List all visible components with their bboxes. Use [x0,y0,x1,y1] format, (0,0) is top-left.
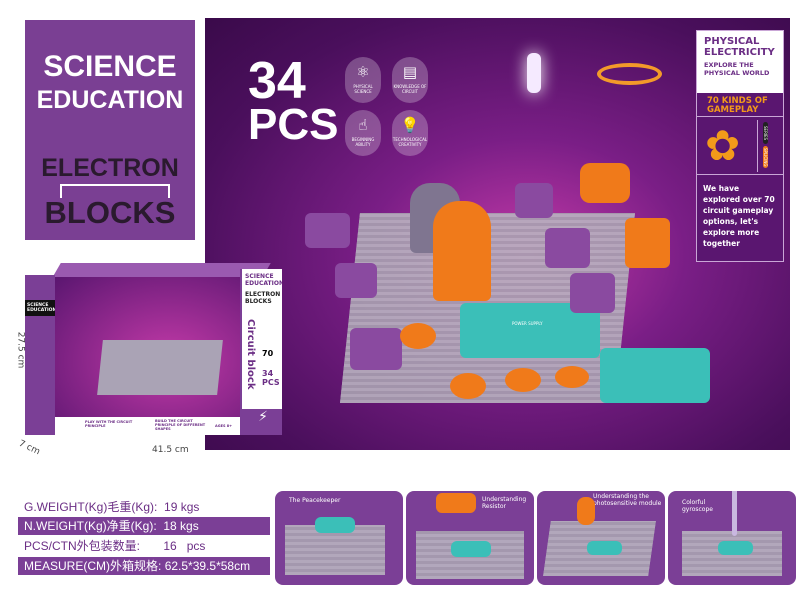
thumbnail-photosensitive: Understanding the photosensitive module [537,491,665,585]
arm-base [625,218,670,268]
light-stick [527,53,541,93]
thumbnail-caption: Understanding the photosensitive module [593,493,662,507]
side-description: We have explored over 70 circuit gamepla… [703,184,775,248]
spec-gross-weight: G.WEIGHT(Kg)毛重(Kg): 19 kgs [24,500,200,514]
box-title-1: SCIENCE EDUCATION [242,269,282,291]
thumbnail-peacekeeper: The Peacekeeper [275,491,403,585]
thumbnail-caption: Understanding Resistor [482,496,527,510]
box-depth: 7 cm [16,438,42,458]
orange-disc [555,366,589,388]
title-line-1: SCIENCE [43,50,177,83]
circuit-board-icon: ▤KNOWLEDGE OF CIRCUIT [392,57,428,103]
module-label: POWER SUPPLY [512,321,543,326]
switch-module [545,228,590,268]
product-box: SCIENCE EDUCATION PLAY WITH THE CIRCUIT … [25,255,282,435]
splicing-badge: SPLICING [763,146,768,168]
piece-count-number: 34 [248,52,306,110]
title-box: SCIENCE EDUCATION ELECTRON BLOCKS [25,20,195,240]
spec-net-weight: N.WEIGHT(Kg)净重(Kg): 18 kgs [18,517,270,535]
thumbnail-resistor: Understanding Resistor [406,491,534,585]
arm-module [580,163,630,203]
box-ages: AGES 8+ [215,424,233,428]
fan-module [600,348,710,403]
robot-module [433,201,491,301]
led-module [515,183,553,218]
box-brand: SCIENCE EDUCATION [25,300,56,316]
thumbnail-gyroscope: Colorful gyroscope [668,491,796,585]
piece-count: 34 PCS [248,52,339,149]
box-title-2: ELECTRON BLOCKS [245,291,281,305]
side-subtitle: EXPLORE THE PHYSICAL WORLD [704,61,770,77]
hero-image: POWER SUPPLY [205,18,790,450]
gameplay-label: 70 KINDS OF GAMEPLAY [697,93,783,117]
title-line-2: EDUCATION [36,86,184,114]
orange-disc [400,323,436,349]
title-line-4: BLOCKS [44,195,176,230]
circuit-lines-icon [60,184,170,198]
series-badge: SERIES [763,122,768,144]
lightbulb-icon: 💡TECHNOLOGICAL CREATIVITY [392,110,428,156]
flower-icon: ✿ [705,121,741,170]
orange-disc [505,368,541,392]
button-module [350,328,402,370]
box-count: 70 [262,349,274,358]
gyroscope-disc [597,63,662,85]
piece-count-unit: PCS [248,99,339,149]
box-footer-1: PLAY WITH THE CIRCUIT PRINCIPLE [85,420,133,428]
box-footer-2: BUILD THE CIRCUIT PRINCIPLE OF DIFFERENT… [155,419,206,431]
hand-pointer-icon: ☝BEGINNING ABILITY [345,110,381,156]
switch-module [570,273,615,313]
lightning-icon: ⚡ [242,409,282,435]
side-panel: PHYSICAL ELECTRICITY EXPLORE THE PHYSICA… [696,30,784,262]
title-line-3: ELECTRON [41,154,179,182]
thumbnail-caption: Colorful gyroscope [682,499,713,513]
thumbnail-caption: The Peacekeeper [289,497,341,504]
box-width: 41.5 cm [152,445,189,455]
switch-module [335,263,377,298]
orange-disc [450,373,486,399]
side-title: PHYSICAL ELECTRICITY [704,36,775,58]
spec-pcs-per-carton: PCS/CTN外包装数量: 16 pcs [24,539,206,553]
box-pcs: 34 PCS [262,369,280,387]
atom-icon: ⚛PHYSICAL SCIENCE [345,57,381,103]
switch-module [305,213,350,248]
spec-measure: MEASURE(CM)外箱规格: 62.5*39.5*58cm [18,557,270,575]
box-vertical-title: Circuit block [245,319,256,390]
box-height: 27.5 cm [15,331,26,369]
